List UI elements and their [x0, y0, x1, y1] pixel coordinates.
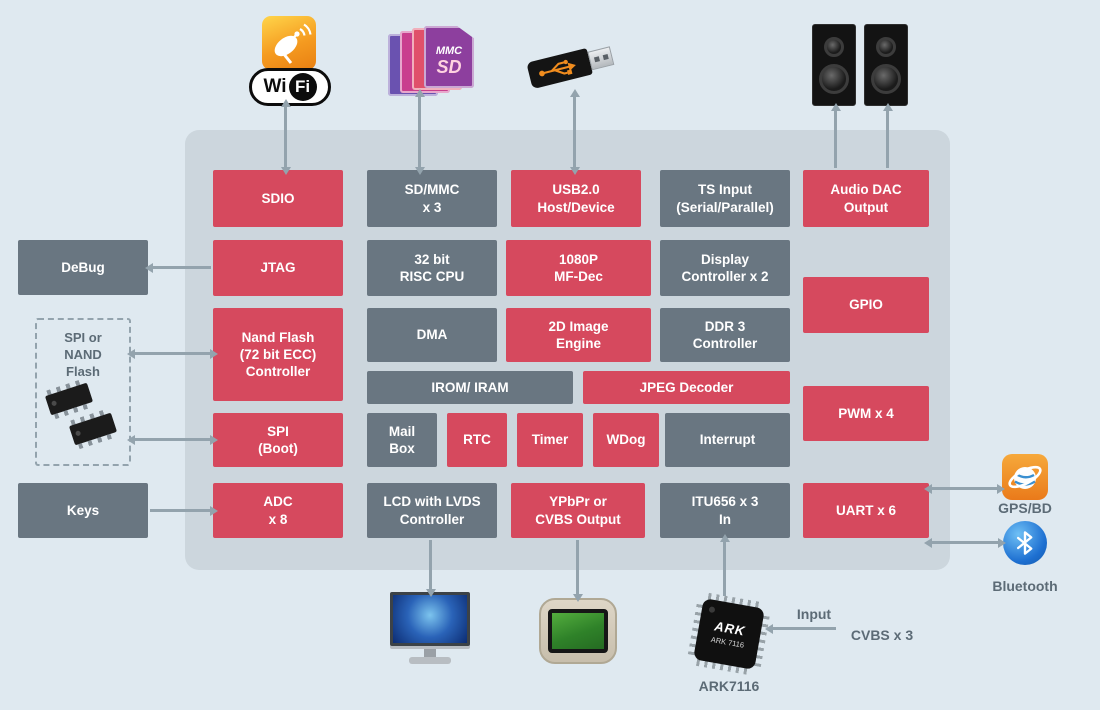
- block-audio-dac: Audio DAC Output: [803, 170, 929, 227]
- wifi-logo-fi: Fi: [288, 73, 317, 101]
- block-rtc: RTC: [447, 413, 507, 467]
- gps-bd-label: GPS/BD: [998, 500, 1052, 516]
- arrow-uart-bluetooth: [924, 537, 1006, 548]
- block-ddr3-controller: DDR 3 Controller: [660, 308, 790, 362]
- block-pwm: PWM x 4: [803, 386, 929, 441]
- block-jtag: JTAG: [213, 240, 343, 296]
- arrow-sdcard-sdmmc: [414, 89, 425, 175]
- block-display-controller: Display Controller x 2: [660, 240, 790, 296]
- arrow-usb-usb2: [569, 89, 580, 175]
- arrow-input-ark: [765, 623, 836, 634]
- arrow-lcdctrl-monitor: [425, 540, 436, 597]
- block-irom-iram: IROM/ IRAM: [367, 371, 573, 404]
- arrow-audio-speaker-right: [882, 103, 893, 168]
- block-nand-controller: Nand Flash (72 bit ECC) Controller: [213, 308, 343, 401]
- block-spi-boot: SPI (Boot): [213, 413, 343, 467]
- block-adc: ADC x 8: [213, 483, 343, 538]
- block-1080p-mf-dec: 1080P MF-Dec: [506, 240, 651, 296]
- input-label: Input: [796, 606, 832, 622]
- flash-chips-icon: [37, 320, 129, 464]
- external-flash-label: SPI or NAND Flash: [64, 330, 102, 379]
- sd-card-label: SD: [436, 56, 462, 77]
- block-lcd-lvds-controller: LCD with LVDS Controller: [367, 483, 497, 538]
- block-dma: DMA: [367, 308, 497, 362]
- block-sdio: SDIO: [213, 170, 343, 227]
- ark7116-chip-icon: ARK ARK 7116: [686, 591, 772, 677]
- usb-drive-icon: [526, 36, 632, 94]
- arrow-audio-speaker-left: [830, 103, 841, 168]
- arrow-jtag-debug: [145, 262, 211, 273]
- arrow-ark-itu656: [719, 534, 730, 596]
- lcd-monitor-icon: [390, 592, 470, 664]
- block-2d-image-engine: 2D Image Engine: [506, 308, 651, 362]
- block-timer: Timer: [517, 413, 583, 467]
- block-itu656-in: ITU656 x 3 In: [660, 483, 790, 538]
- cvbs-label: CVBS x 3: [850, 627, 914, 643]
- block-mailbox: Mail Box: [367, 413, 437, 467]
- block-interrupt: Interrupt: [665, 413, 790, 467]
- block-jpeg-decoder: JPEG Decoder: [583, 371, 790, 404]
- arrow-flash-spi: [127, 434, 218, 445]
- bluetooth-icon: [1003, 521, 1047, 565]
- ark7116-label: ARK7116: [698, 678, 760, 694]
- block-usb2: USB2.0 Host/Device: [511, 170, 641, 227]
- block-keys: Keys: [18, 483, 148, 538]
- block-uart: UART x 6: [803, 483, 929, 538]
- gps-bd-icon: [1002, 454, 1048, 500]
- arrow-ypbpr-headrest: [572, 540, 583, 602]
- block-debug: DeBug: [18, 240, 148, 295]
- arrow-flash-nand: [127, 348, 218, 359]
- external-flash-box: SPI or NAND Flash: [35, 318, 131, 466]
- sd-mmc-cards-icon: MMC SD: [388, 26, 478, 96]
- block-ypbpr-cvbs-output: YPbPr or CVBS Output: [511, 483, 645, 538]
- block-wdog: WDog: [593, 413, 659, 467]
- block-sd-mmc: SD/MMC x 3: [367, 170, 497, 227]
- headrest-monitor-icon: [539, 598, 617, 664]
- arrow-uart-gps: [924, 483, 1005, 494]
- wifi-logo-icon: Wi Fi: [249, 68, 331, 106]
- bluetooth-label: Bluetooth: [992, 578, 1058, 594]
- arrow-wifi-sdio: [280, 99, 291, 175]
- speakers-icon: [812, 24, 908, 106]
- block-gpio: GPIO: [803, 277, 929, 333]
- satellite-dish-icon: [262, 16, 316, 70]
- mmc-card-label: MMC: [435, 44, 463, 57]
- wifi-logo-wi: Wi: [263, 76, 287, 97]
- block-ts-input: TS Input (Serial/Parallel): [660, 170, 790, 227]
- arrow-keys-adc: [150, 505, 218, 516]
- block-risc-cpu: 32 bit RISC CPU: [367, 240, 497, 296]
